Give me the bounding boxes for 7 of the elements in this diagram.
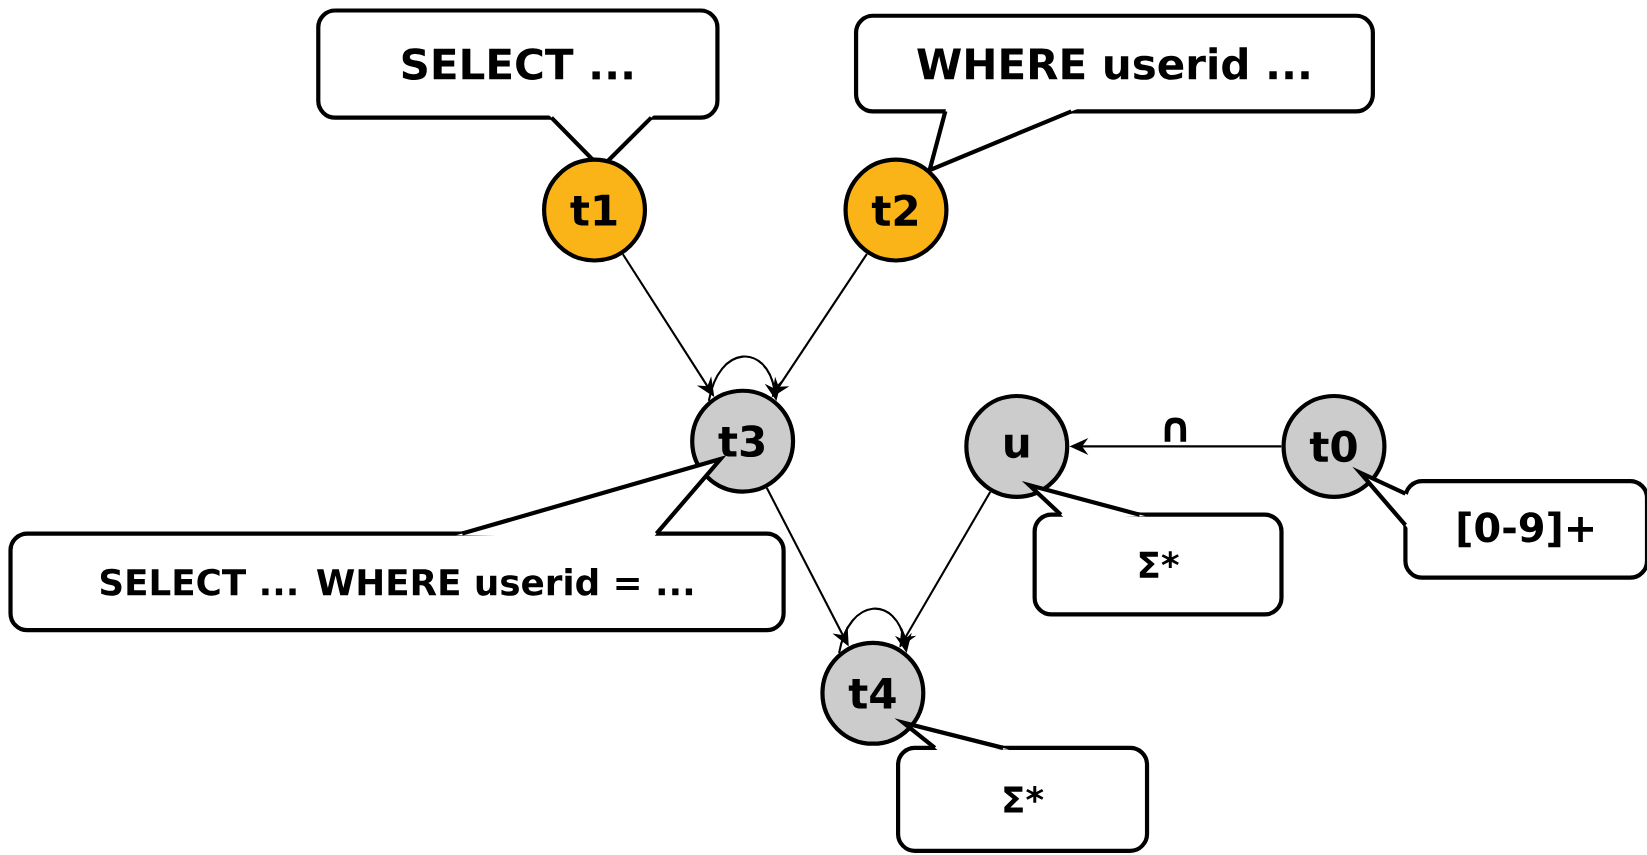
edge-label: ∩ [1156,415,1195,444]
speech-bubble: WHERE userid ... [854,13,1375,174]
speech-bubble: [0-9]+ [1352,466,1647,580]
loop-arrow [838,607,912,654]
loop-arrow [707,355,782,402]
speech-bubble: Σ* [894,718,1150,853]
speech-bubble: Σ* [1021,481,1284,617]
